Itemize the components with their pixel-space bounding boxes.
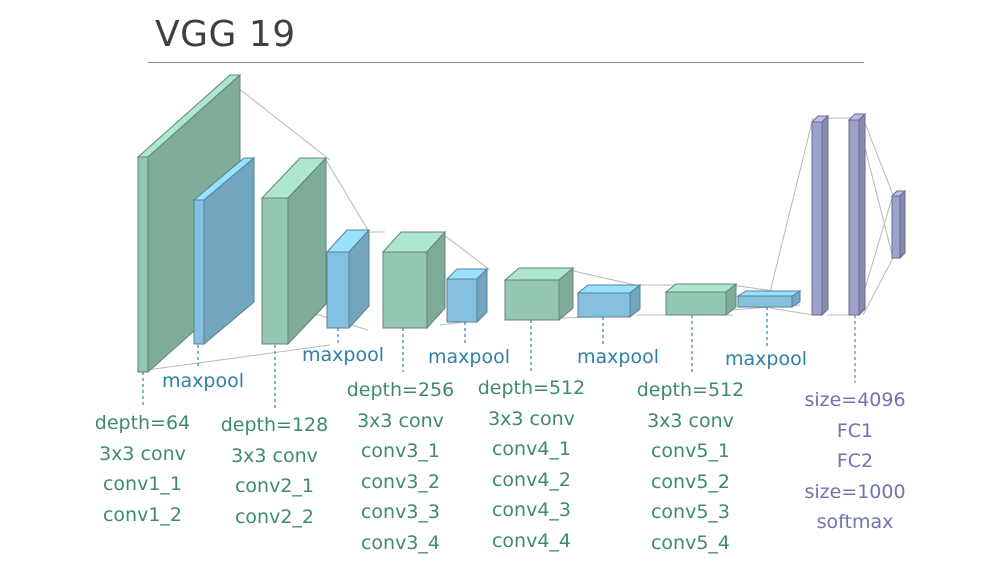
conv5-layer-top bbox=[664, 283, 738, 293]
pool5-layer-top bbox=[736, 290, 802, 297]
maxpool-label-5: maxpool bbox=[725, 348, 807, 370]
connector-line bbox=[862, 139, 894, 259]
fc-line: FC2 bbox=[836, 450, 874, 472]
diagram-title: VGG 19 bbox=[155, 14, 296, 55]
connector-line bbox=[862, 194, 894, 296]
pool5-layer-side bbox=[791, 290, 801, 308]
block5-line: conv5_1 bbox=[650, 440, 731, 462]
pool4-layer-side bbox=[629, 283, 641, 319]
block3-line: depth=256 bbox=[346, 379, 455, 401]
block4-line: 3x3 conv bbox=[488, 407, 575, 430]
block1-line: depth=64 bbox=[94, 412, 191, 434]
pool2-layer-front bbox=[326, 251, 350, 329]
conv2-layer-side bbox=[287, 156, 327, 346]
block4-line: conv4_1 bbox=[491, 438, 572, 460]
pool1-layer-front bbox=[193, 199, 205, 345]
block3-line: conv3_2 bbox=[360, 470, 441, 493]
connector-line bbox=[325, 159, 369, 231]
pool3-layer-side bbox=[476, 267, 488, 324]
block1-line: 3x3 conv bbox=[99, 442, 186, 465]
block3-line: conv3_1 bbox=[360, 440, 441, 462]
fc-line: softmax bbox=[816, 511, 894, 533]
block3-line: 3x3 conv bbox=[357, 409, 444, 432]
fc-line: size=4096 bbox=[804, 389, 906, 411]
title-underline bbox=[148, 62, 864, 63]
connector-line bbox=[146, 344, 331, 371]
block5-line: 3x3 conv bbox=[647, 409, 734, 432]
connector-line bbox=[862, 117, 894, 196]
block5-line: conv5_4 bbox=[650, 531, 731, 554]
fc2-layer-side bbox=[858, 112, 866, 317]
block2-line: depth=128 bbox=[220, 414, 329, 436]
maxpool-label-1: maxpool bbox=[162, 370, 244, 392]
conv5-layer-front bbox=[665, 291, 727, 316]
block4-line: conv4_3 bbox=[491, 499, 572, 521]
connector-line bbox=[862, 257, 894, 316]
conv5-layer-side bbox=[725, 282, 737, 317]
block4-line: depth=512 bbox=[477, 377, 586, 399]
pool5-layer-front bbox=[737, 295, 793, 308]
block5-line: depth=512 bbox=[636, 379, 745, 401]
conv3-layer-front bbox=[382, 251, 428, 329]
block2-line: 3x3 conv bbox=[231, 444, 318, 467]
connector-line bbox=[769, 117, 814, 293]
softmax-layer-front bbox=[891, 195, 901, 259]
block4-labels: depth=512 3x3 conv conv4_1 conv4_2 conv4… bbox=[469, 373, 594, 556]
block5-labels: depth=512 3x3 conv conv5_1 conv5_2 conv5… bbox=[628, 375, 753, 558]
block1-labels: depth=64 3x3 conv conv1_1 conv1_2 bbox=[80, 408, 205, 530]
pool3-layer-front bbox=[446, 278, 478, 323]
connector-line bbox=[769, 307, 814, 316]
block3-line: conv3_3 bbox=[360, 501, 441, 523]
softmax-layer-side bbox=[899, 189, 906, 260]
conv4-layer-side bbox=[558, 266, 574, 322]
block2-labels: depth=128 3x3 conv conv2_1 conv2_2 bbox=[212, 410, 337, 532]
maxpool-label-4: maxpool bbox=[577, 346, 659, 368]
conv3-layer-side bbox=[426, 230, 446, 330]
conv1-layer-front bbox=[137, 156, 149, 373]
fc-line: FC1 bbox=[836, 419, 874, 442]
fc2-layer-front bbox=[848, 119, 860, 316]
pool2-layer-side bbox=[348, 228, 370, 330]
block3-line: conv3_4 bbox=[360, 531, 441, 554]
block2-line: conv2_1 bbox=[234, 475, 315, 497]
block3-labels: depth=256 3x3 conv conv3_1 conv3_2 conv3… bbox=[338, 375, 463, 558]
block1-line: conv1_2 bbox=[102, 503, 183, 526]
block5-line: conv5_3 bbox=[650, 501, 731, 523]
block5-line: conv5_2 bbox=[650, 470, 731, 493]
connector-line bbox=[439, 231, 491, 271]
fc1-layer-front bbox=[811, 121, 823, 316]
block2-line: conv2_2 bbox=[234, 505, 315, 528]
fc-line: size=1000 bbox=[804, 480, 906, 503]
connector-line bbox=[227, 79, 331, 161]
pool4-layer-front bbox=[577, 292, 631, 318]
block1-line: conv1_1 bbox=[102, 473, 183, 495]
maxpool-label-2: maxpool bbox=[302, 344, 384, 366]
conv4-layer-front bbox=[504, 279, 560, 321]
block4-line: conv4_4 bbox=[491, 529, 572, 552]
fc-labels: size=4096 FC1 FC2 size=1000 softmax bbox=[790, 385, 920, 538]
conv2-layer-front bbox=[261, 197, 289, 345]
pool1-layer-side bbox=[203, 156, 255, 346]
block4-line: conv4_2 bbox=[491, 468, 572, 491]
maxpool-label-3: maxpool bbox=[428, 346, 510, 368]
fc1-layer-side bbox=[821, 114, 829, 317]
